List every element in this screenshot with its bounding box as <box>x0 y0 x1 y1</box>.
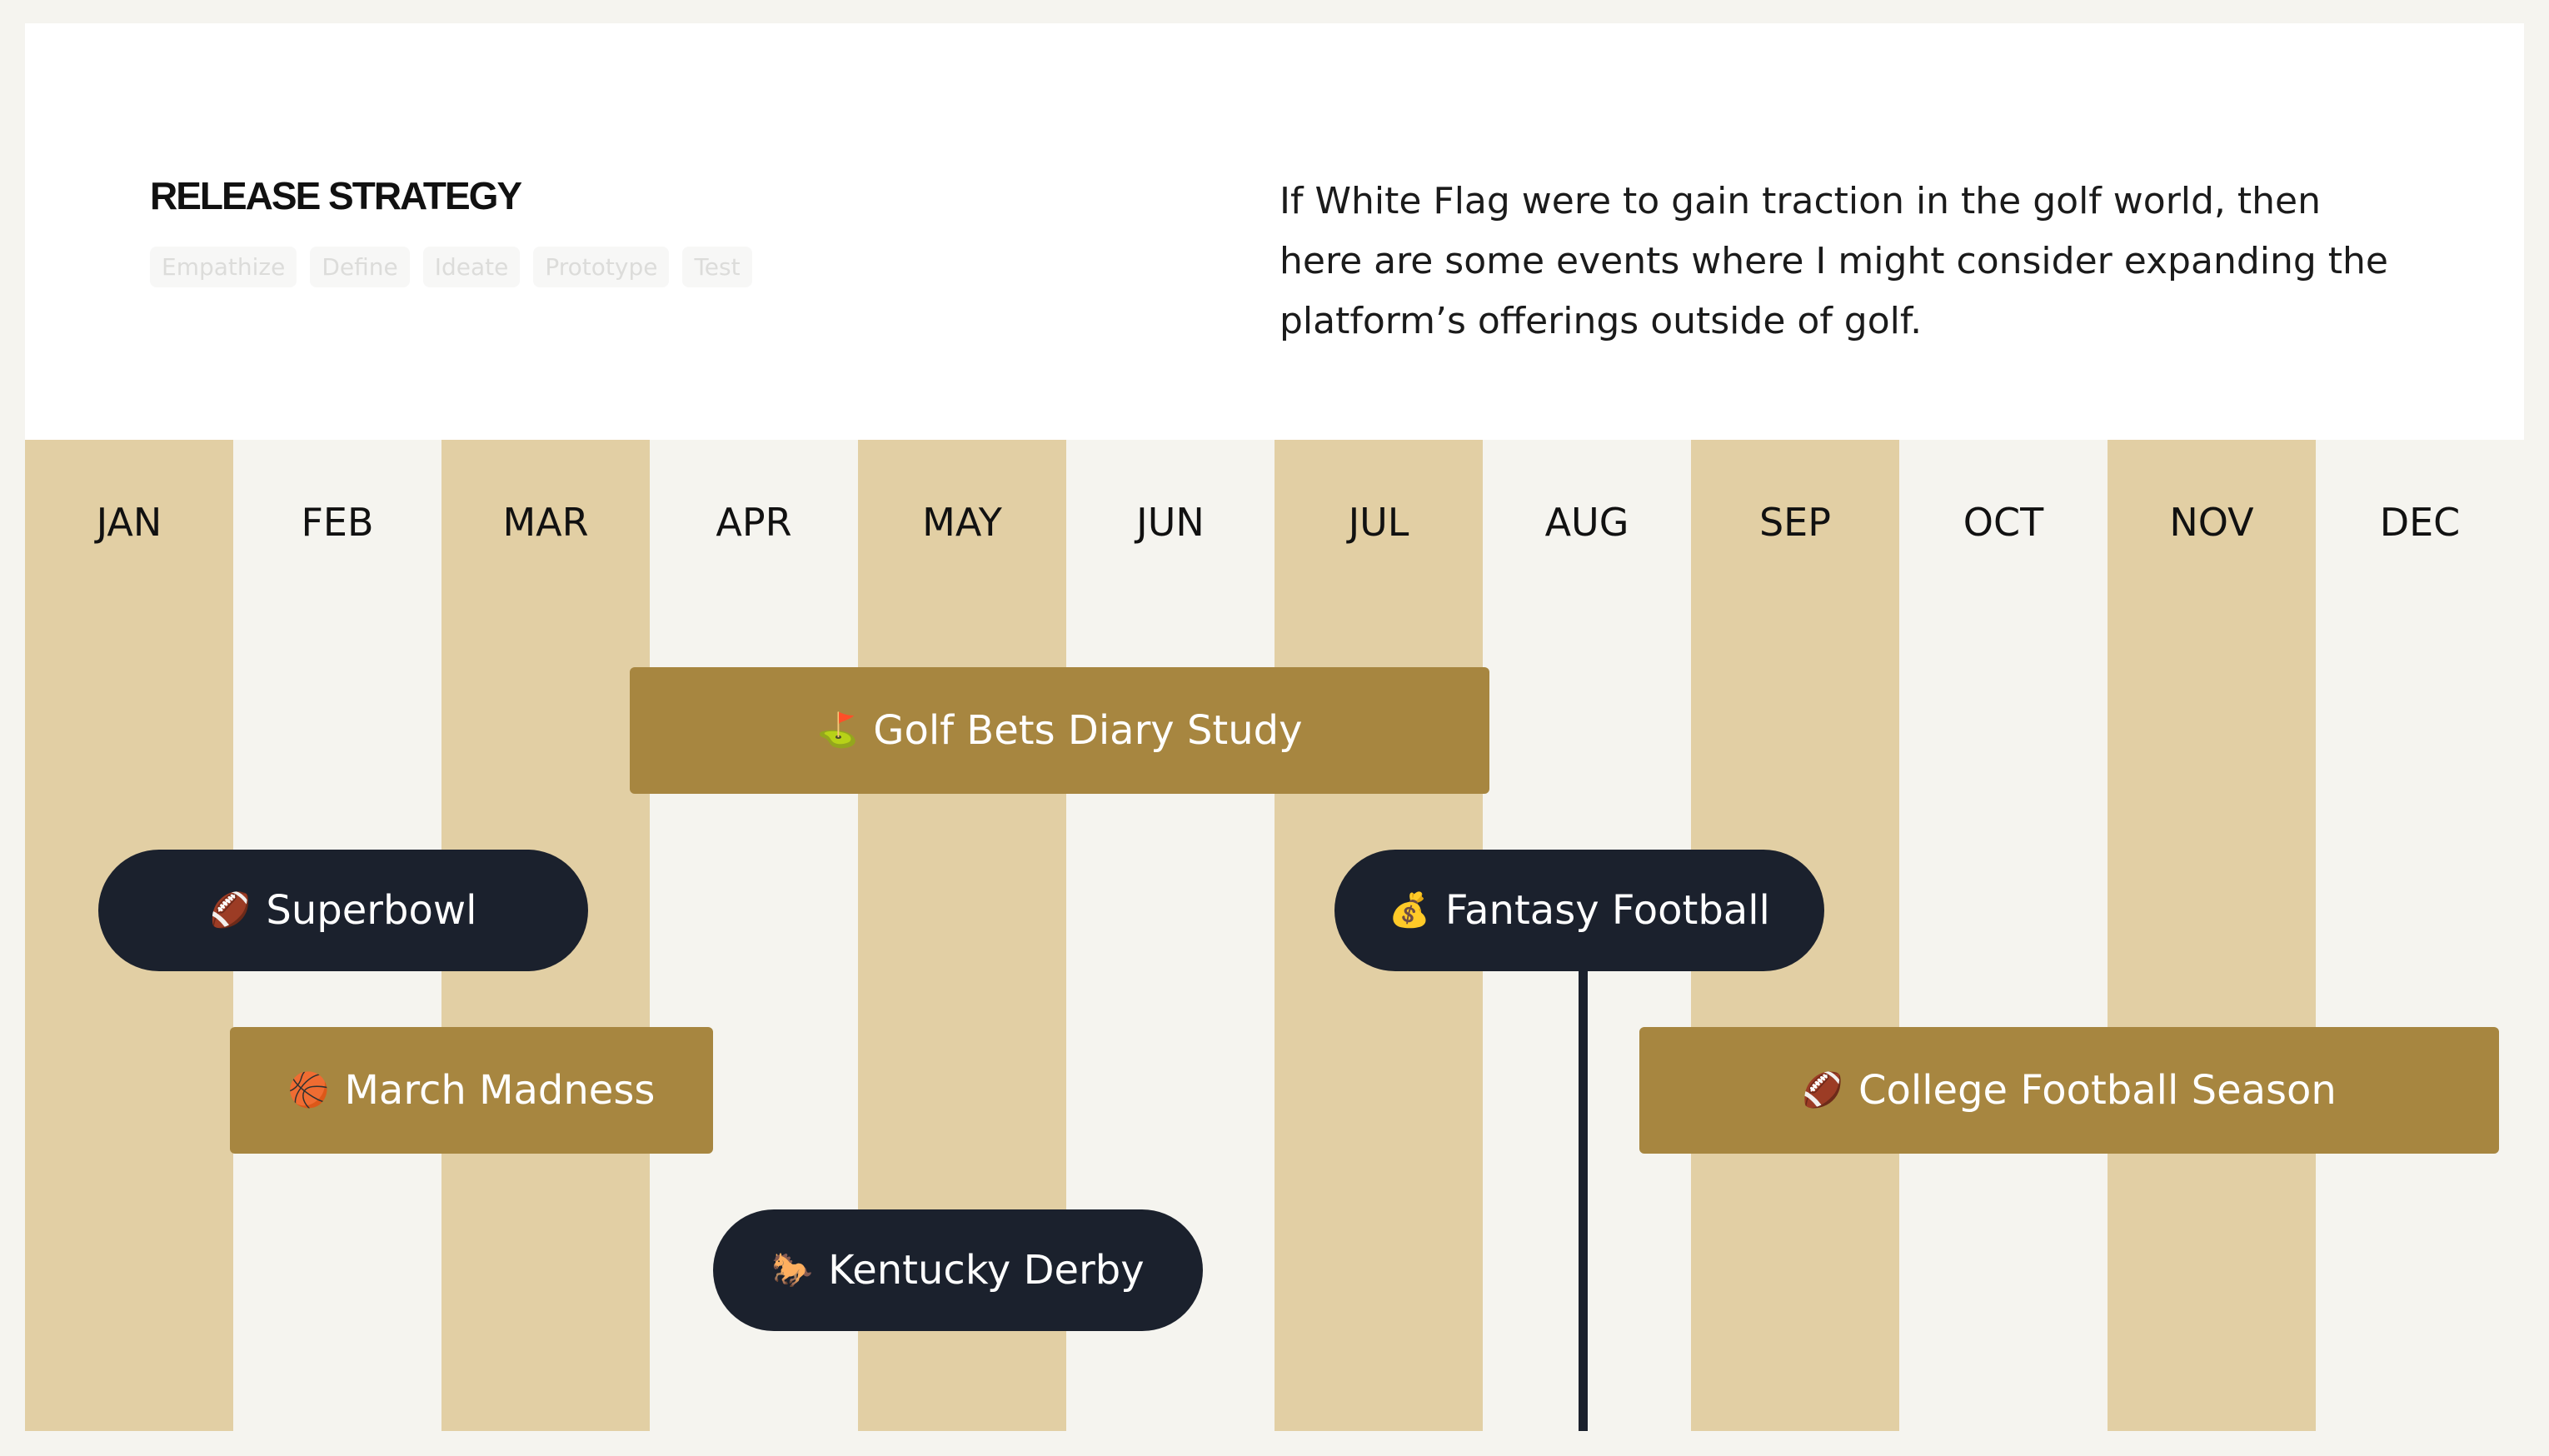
page-title: RELEASE STRATEGY <box>150 174 522 217</box>
event-label: Kentucky Derby <box>828 1247 1145 1294</box>
month-label-mar: MAR <box>502 500 589 545</box>
month-label-sep: SEP <box>1758 500 1831 545</box>
month-column-oct: OCT <box>1899 440 2108 1431</box>
event-kentucky-derby[interactable]: 🐎 Kentucky Derby <box>713 1209 1203 1331</box>
process-tags: Empathize Define Ideate Prototype Test <box>150 247 752 287</box>
month-column-jun: JUN <box>1066 440 1274 1431</box>
month-column-feb: FEB <box>233 440 441 1431</box>
month-label-may: MAY <box>922 500 1002 545</box>
tag-test[interactable]: Test <box>682 247 752 287</box>
month-label-oct: OCT <box>1963 500 2044 545</box>
month-label-nov: NOV <box>2169 500 2254 545</box>
month-column-dec: DEC <box>2316 440 2524 1431</box>
month-label-apr: APR <box>716 500 792 545</box>
month-column-apr: APR <box>650 440 858 1431</box>
event-college-football-season[interactable]: 🏈 College Football Season <box>1639 1027 2499 1154</box>
football-icon: 🏈 <box>209 891 252 930</box>
event-superbowl[interactable]: 🏈 Superbowl <box>98 850 588 971</box>
event-label: Fantasy Football <box>1444 887 1770 934</box>
month-column-nov: NOV <box>2108 440 2316 1431</box>
month-label-jun: JUN <box>1136 500 1205 545</box>
money-bag-icon: 💰 <box>1389 891 1430 930</box>
event-label: Superbowl <box>266 887 477 934</box>
fantasy-football-connector-line <box>1579 965 1588 1431</box>
strategy-description: If White Flag were to gain traction in t… <box>1279 180 2388 342</box>
tag-ideate[interactable]: Ideate <box>422 247 521 287</box>
event-march-madness[interactable]: 🏀 March Madness <box>230 1027 713 1154</box>
event-label: March Madness <box>344 1067 656 1114</box>
horse-icon: 🐎 <box>771 1251 814 1289</box>
month-column-aug: AUG <box>1483 440 1691 1431</box>
release-timeline: JAN FEB MAR APR MAY JUN JUL AUG SEP OCT … <box>25 440 2524 1431</box>
month-label-aug: AUG <box>1544 500 1629 545</box>
event-fantasy-football[interactable]: 💰 Fantasy Football <box>1334 850 1824 971</box>
basketball-icon: 🏀 <box>287 1071 330 1109</box>
tag-empathize[interactable]: Empathize <box>150 247 297 287</box>
month-label-feb: FEB <box>301 500 374 545</box>
tag-prototype[interactable]: Prototype <box>533 247 670 287</box>
golf-flag-icon: ⛳ <box>816 711 859 750</box>
event-golf-bets-diary-study[interactable]: ⛳ Golf Bets Diary Study <box>630 667 1489 794</box>
event-label: Golf Bets Diary Study <box>873 707 1303 754</box>
month-label-jul: JUL <box>1348 500 1409 545</box>
event-label: College Football Season <box>1858 1067 2337 1114</box>
month-label-dec: DEC <box>2379 500 2461 545</box>
tag-define[interactable]: Define <box>310 247 410 287</box>
month-label-jan: JAN <box>96 500 162 545</box>
football-icon: 🏈 <box>1802 1071 1843 1109</box>
